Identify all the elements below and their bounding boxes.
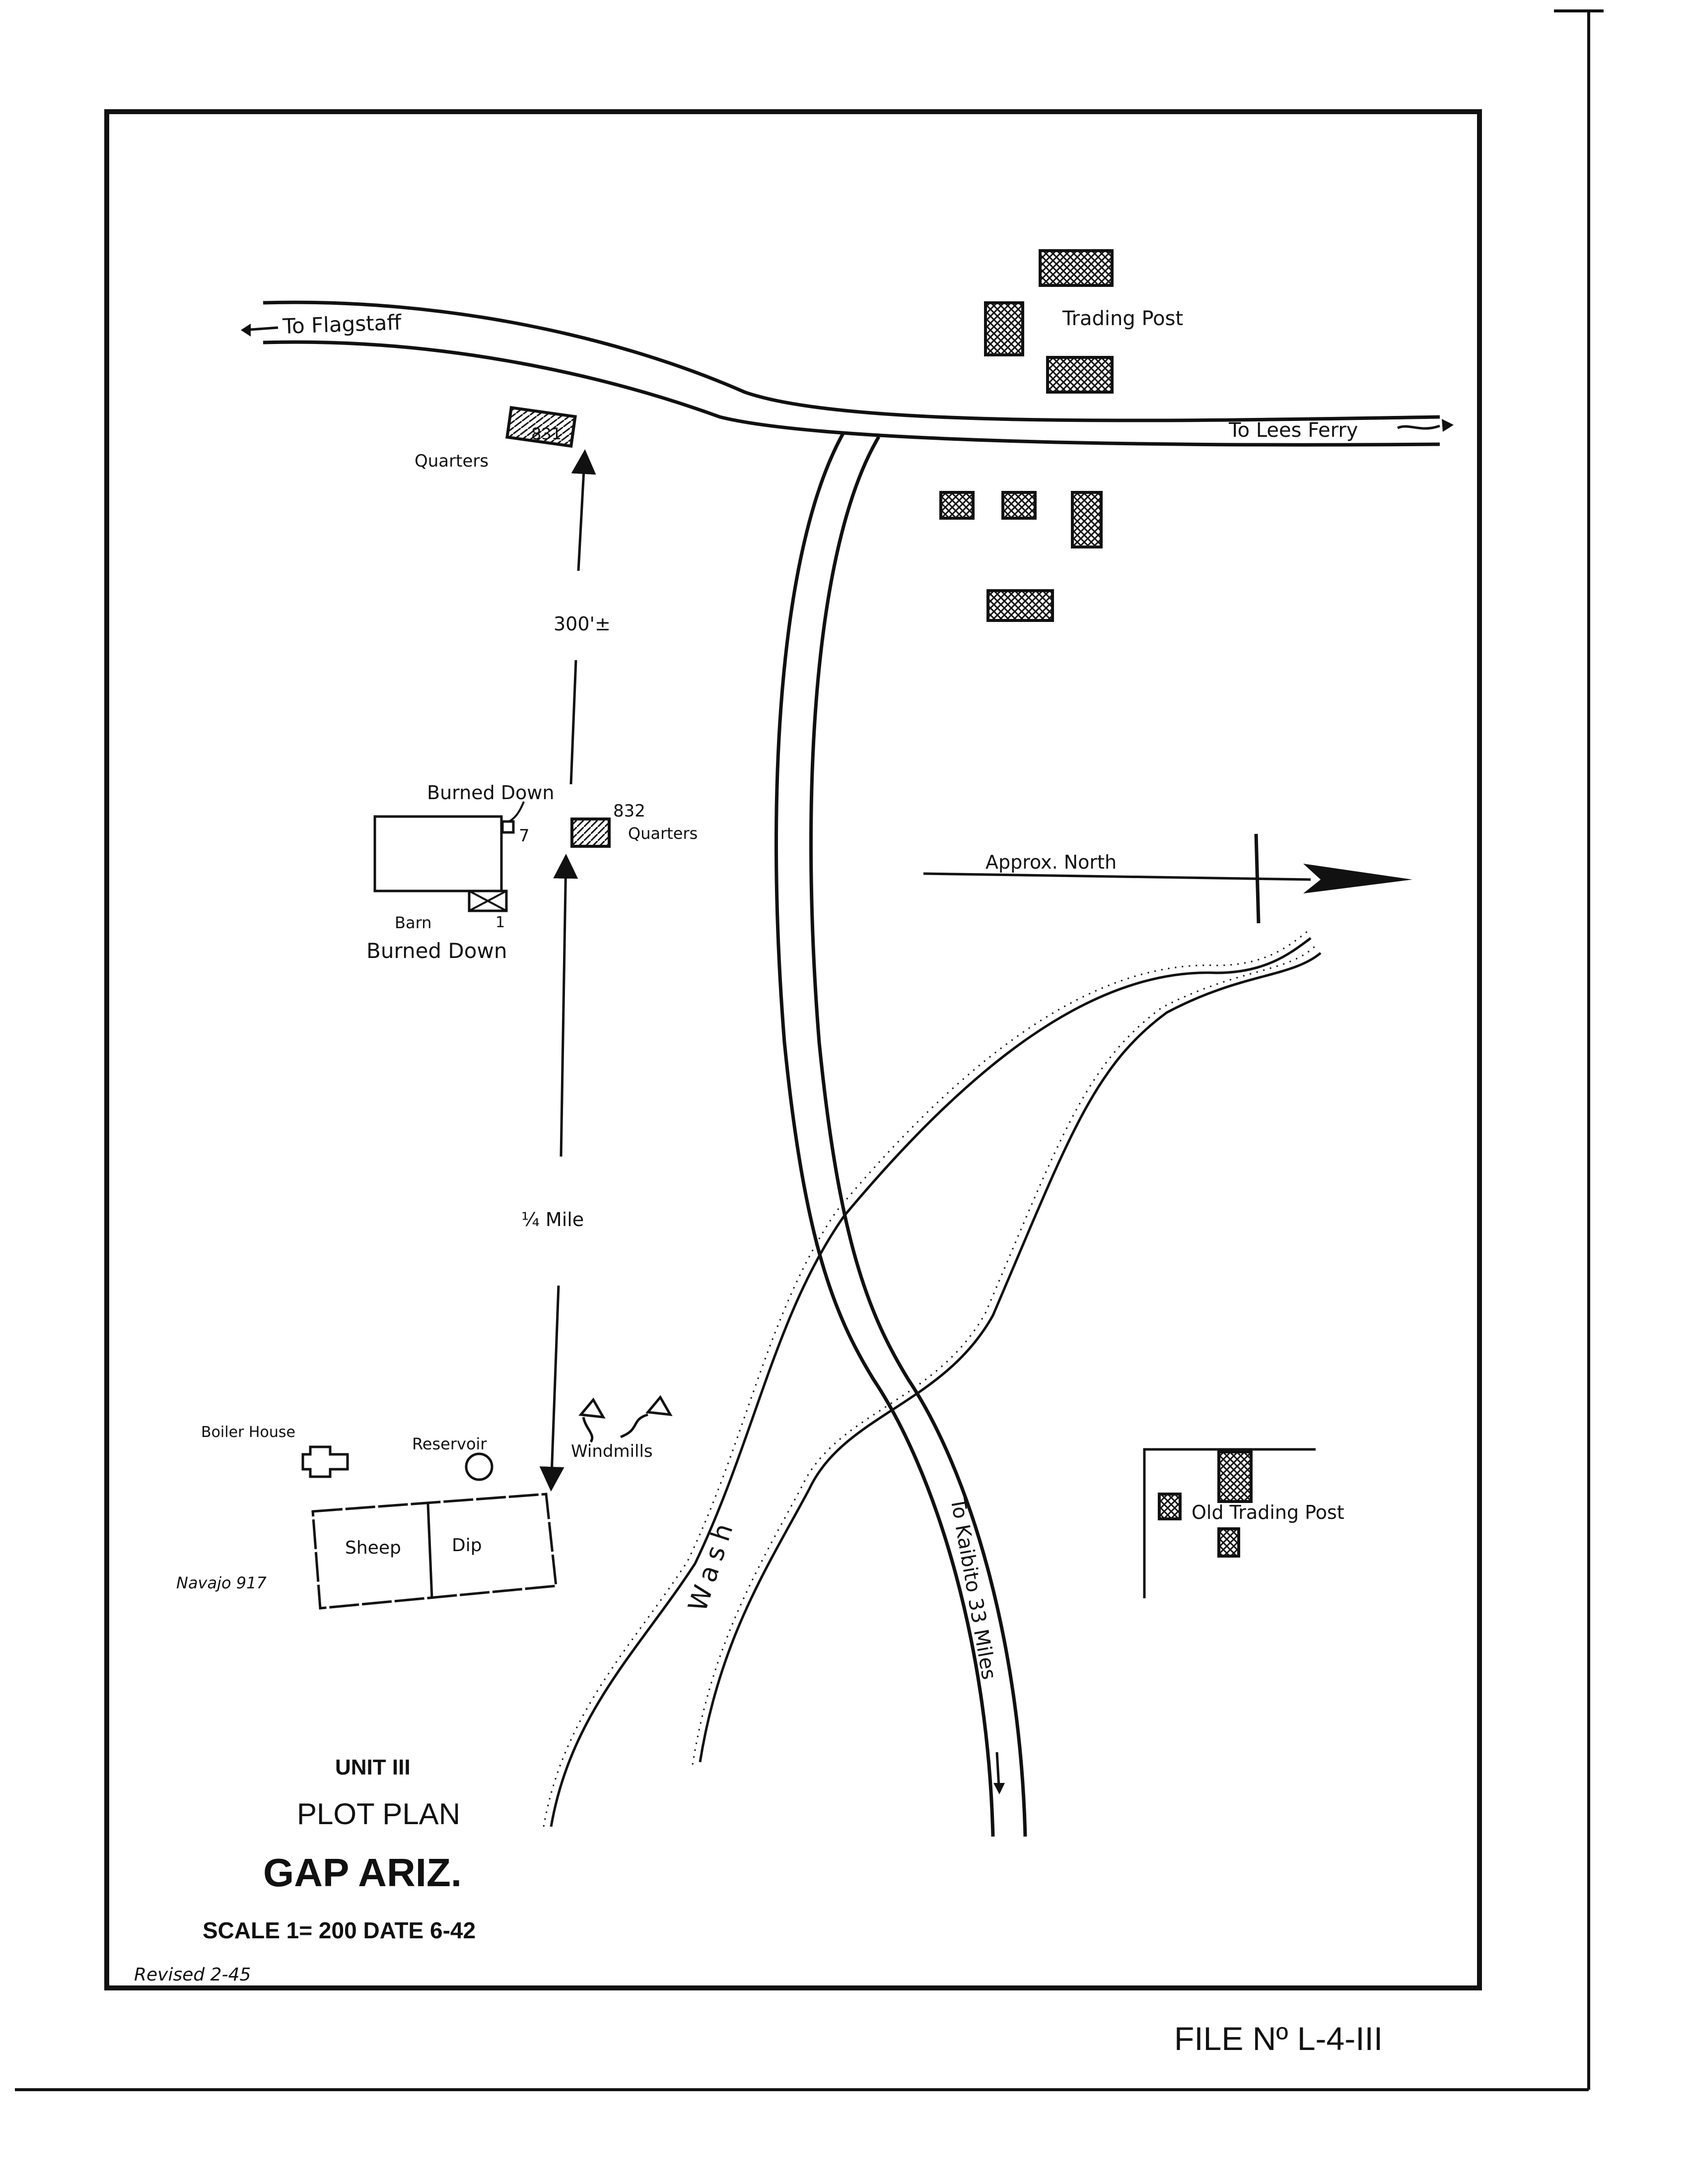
- quarters-832-building: [570, 818, 611, 848]
- sheep-dip-divider: [426, 1503, 433, 1599]
- burned-building-7: [501, 820, 515, 834]
- quarters-832-number: 832: [613, 801, 645, 821]
- file-number: FILE Nº L-4-III: [1174, 2020, 1383, 2057]
- sheep-dip-enclosure: [311, 1493, 558, 1610]
- burned-down-label-top: Burned Down: [427, 782, 554, 804]
- trading-post-building: [984, 301, 1024, 356]
- building: [1071, 491, 1103, 548]
- quarters-831-label: Quarters: [415, 451, 489, 471]
- dimension-line-300: [569, 660, 577, 785]
- sheep-label: Sheep: [345, 1538, 401, 1558]
- to-lees-ferry-label: To Lees Ferry: [1228, 419, 1358, 442]
- old-trading-post-building: [1158, 1493, 1182, 1520]
- wash-bank-lower: [692, 945, 1322, 1765]
- boiler-house: [301, 1445, 349, 1478]
- old-trading-post-building: [1217, 1527, 1240, 1558]
- plot-plan-title: PLOT PLAN: [297, 1797, 460, 1831]
- highway: [263, 300, 1440, 447]
- unit-title: UNIT III: [335, 1755, 411, 1779]
- approx-north-label: Approx. North: [985, 851, 1117, 873]
- kaibito-road: [774, 431, 1027, 1837]
- number-1: 1: [495, 914, 505, 931]
- quarters-831-building: [505, 406, 577, 448]
- dimension-line-quarter-mile: [539, 1285, 564, 1492]
- wash-bank-upper: [543, 930, 1312, 1827]
- building: [986, 589, 1054, 622]
- dimension-line-quarter-mile: [553, 854, 578, 1157]
- old-trading-post-label: Old Trading Post: [1192, 1502, 1344, 1523]
- reservoir-label: Reservoir: [412, 1434, 487, 1453]
- lees-ferry-arrow: [1397, 419, 1454, 432]
- navajo-917-label: Navajo 917: [176, 1573, 267, 1592]
- building: [939, 491, 975, 520]
- trading-post-label: Trading Post: [1062, 307, 1183, 330]
- gap-ariz-title: GAP ARIZ.: [263, 1850, 462, 1895]
- distance-300-label: 300'±: [554, 613, 611, 635]
- wash-label: Wash: [683, 1513, 741, 1615]
- windmills-label: Windmills: [571, 1441, 653, 1461]
- quarter-mile-label: ¼ Mile: [521, 1209, 584, 1230]
- kaibito-arrow: [993, 1752, 1005, 1794]
- trading-post-building: [1039, 249, 1114, 287]
- old-trading-post-fence: [1143, 1448, 1316, 1598]
- quarters-831-number: 831: [531, 424, 562, 443]
- revised-label: Revised 2-45: [134, 1965, 251, 1985]
- barn-label: Barn: [395, 913, 431, 932]
- scale-date-label: SCALE 1= 200 DATE 6-42: [203, 1917, 476, 1943]
- barn: [468, 889, 508, 912]
- windmill-icon: [578, 1397, 606, 1443]
- flagstaff-arrow: [241, 324, 279, 337]
- quarters-832-label: Quarters: [628, 824, 698, 843]
- burned-down-pointer: [508, 801, 525, 822]
- building: [1001, 491, 1037, 520]
- trading-post-building: [1046, 356, 1114, 394]
- boiler-house-label: Boiler House: [201, 1424, 295, 1441]
- dimension-line-300: [571, 449, 596, 571]
- to-flagstaff-label: To Flagstaff: [282, 310, 402, 339]
- dip-label: Dip: [452, 1535, 482, 1556]
- north-arrow: [923, 833, 1412, 924]
- fenced-corral: [373, 815, 503, 892]
- number-7: 7: [519, 826, 530, 846]
- windmill-icon: [620, 1395, 673, 1438]
- burned-down-label-bottom: Burned Down: [366, 939, 507, 963]
- map-border: [104, 109, 1482, 1990]
- reservoir: [465, 1452, 493, 1481]
- old-trading-post-building: [1217, 1450, 1253, 1503]
